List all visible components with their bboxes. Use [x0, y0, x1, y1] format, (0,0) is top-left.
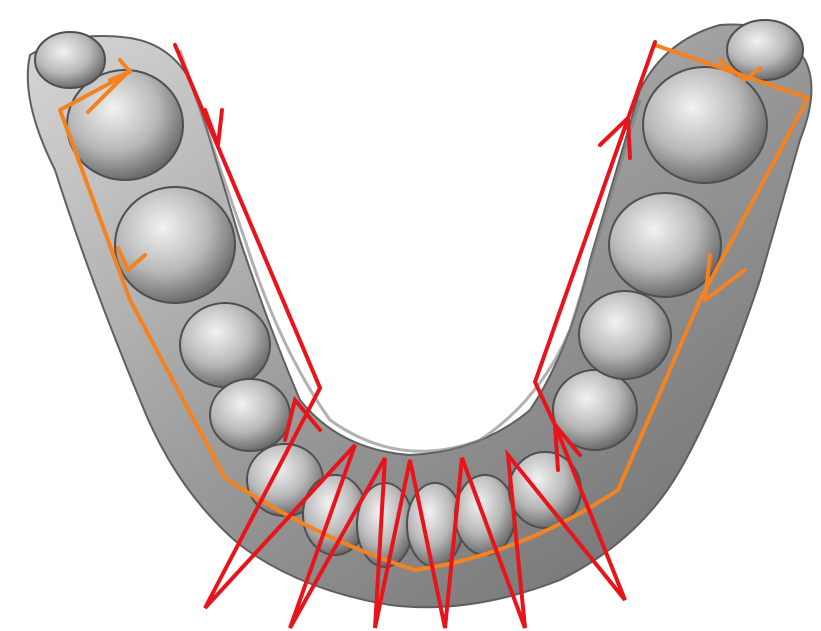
tooth [643, 67, 767, 183]
tooth [35, 32, 105, 88]
tooth [579, 291, 671, 379]
tooth [609, 193, 721, 297]
tooth [727, 20, 803, 80]
tooth [115, 187, 235, 303]
tooth [210, 379, 290, 451]
tooth [180, 303, 270, 387]
